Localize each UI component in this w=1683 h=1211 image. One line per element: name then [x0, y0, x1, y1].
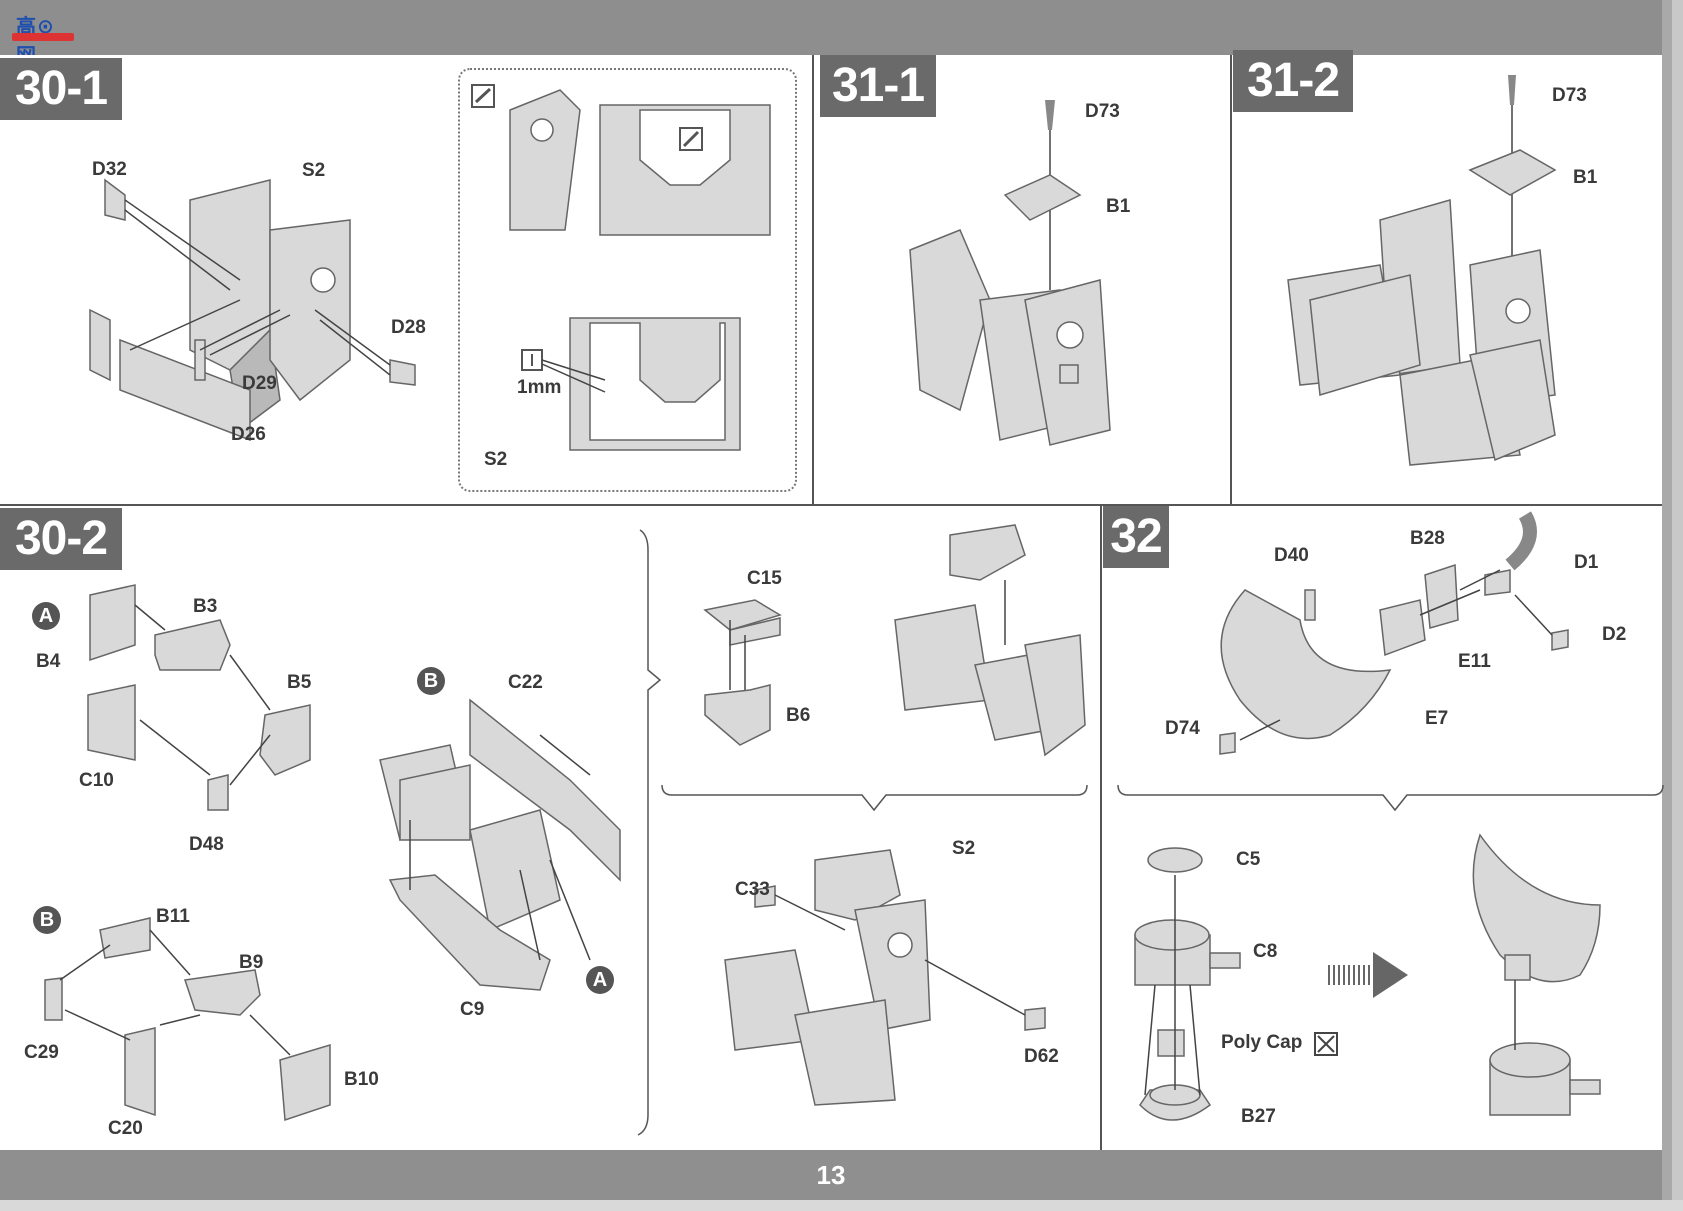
- diagram-32-turret: [1134, 847, 1241, 1121]
- label-s2-b: S2: [952, 838, 976, 859]
- inset-label-1mm: 1mm: [517, 377, 562, 398]
- label-c15: C15: [747, 568, 782, 589]
- label-c9: C9: [460, 999, 485, 1020]
- label-d1: D1: [1574, 552, 1599, 573]
- label-c8: C8: [1253, 941, 1278, 962]
- bracket-under-1: [661, 784, 1088, 812]
- diagram-30-1: [89, 178, 416, 442]
- group-brace: [637, 529, 662, 1136]
- label-c29: C29: [24, 1042, 59, 1063]
- label-d40: D40: [1274, 545, 1309, 566]
- step-31-2: 31-2: [1233, 50, 1353, 112]
- marker-b-2: B: [33, 906, 61, 934]
- marker-b: B: [417, 667, 445, 695]
- label-e7: E7: [1425, 708, 1449, 729]
- diagram-30-2-a: [87, 584, 311, 811]
- label-d26: D26: [231, 424, 266, 445]
- divider-v1: [812, 55, 814, 505]
- label-b5: B5: [287, 672, 312, 693]
- label-d32: D32: [92, 159, 127, 180]
- diagram-31-1: [909, 100, 1111, 446]
- label-d2: D2: [1602, 624, 1627, 645]
- diagram-c33-s2-d62: [724, 849, 1046, 1106]
- divider-v3: [1100, 505, 1102, 1150]
- label-b4: B4: [36, 651, 61, 672]
- diagram-32-result: [1472, 833, 1601, 1116]
- label-b1-b: B1: [1573, 167, 1598, 188]
- inset-label-s2: S2: [484, 449, 508, 470]
- label-b3: B3: [193, 596, 218, 617]
- divider-h: [0, 504, 1662, 506]
- label-b1-a: B1: [1106, 196, 1131, 217]
- label-c5: C5: [1236, 849, 1261, 870]
- label-c10: C10: [79, 770, 114, 791]
- label-b10: B10: [344, 1069, 379, 1090]
- label-d74: D74: [1165, 718, 1200, 739]
- step-31-1: 31-1: [820, 55, 936, 117]
- inset-detail-box: [458, 68, 797, 492]
- label-s2: S2: [302, 160, 326, 181]
- label-d62: D62: [1024, 1046, 1059, 1067]
- step-30-2: 30-2: [0, 508, 122, 570]
- label-d73-a: D73: [1085, 101, 1120, 122]
- diagram-32-top: [1219, 511, 1569, 755]
- label-e11: E11: [1458, 651, 1491, 672]
- page-number: 13: [816, 1160, 846, 1190]
- label-b6: B6: [786, 705, 811, 726]
- label-d29: D29: [242, 373, 277, 394]
- label-d48: D48: [189, 834, 224, 855]
- label-d28: D28: [391, 317, 426, 338]
- logo-underline: [12, 33, 74, 41]
- label-b9: B9: [239, 952, 264, 973]
- next-arrow-icon: [1328, 952, 1408, 998]
- top-band: [0, 0, 1683, 55]
- bracket-under-2: [1117, 784, 1664, 812]
- label-b28: B28: [1410, 528, 1445, 549]
- poly-cap-no-glue-icon: [1314, 1032, 1338, 1056]
- label-poly-cap: Poly Cap: [1221, 1032, 1303, 1053]
- marker-a: A: [32, 602, 60, 630]
- diagram-mid-result: [894, 524, 1086, 757]
- step-30-1: 30-1: [0, 58, 122, 120]
- label-b27: B27: [1241, 1106, 1276, 1127]
- marker-a-2: A: [586, 966, 614, 994]
- label-c22: C22: [508, 672, 543, 693]
- label-c20: C20: [108, 1118, 143, 1139]
- diagram-30-2-b: [44, 917, 331, 1122]
- diagram-30-2-c22: [379, 698, 621, 991]
- label-c33: C33: [735, 879, 770, 900]
- site-logo[interactable]: 高⊙网: [6, 4, 74, 67]
- diagram-31-2: [1287, 75, 1557, 466]
- label-d73-b: D73: [1552, 85, 1587, 106]
- bottom-margin: [0, 1200, 1683, 1211]
- step-32: 32: [1103, 506, 1169, 568]
- divider-v2: [1230, 55, 1232, 505]
- page-edge-inner: [1672, 0, 1683, 1211]
- label-b11: B11: [156, 906, 190, 927]
- inset-diagram: [471, 84, 771, 451]
- diagram-c15-b6: [703, 599, 782, 746]
- bottom-band: [0, 1150, 1662, 1200]
